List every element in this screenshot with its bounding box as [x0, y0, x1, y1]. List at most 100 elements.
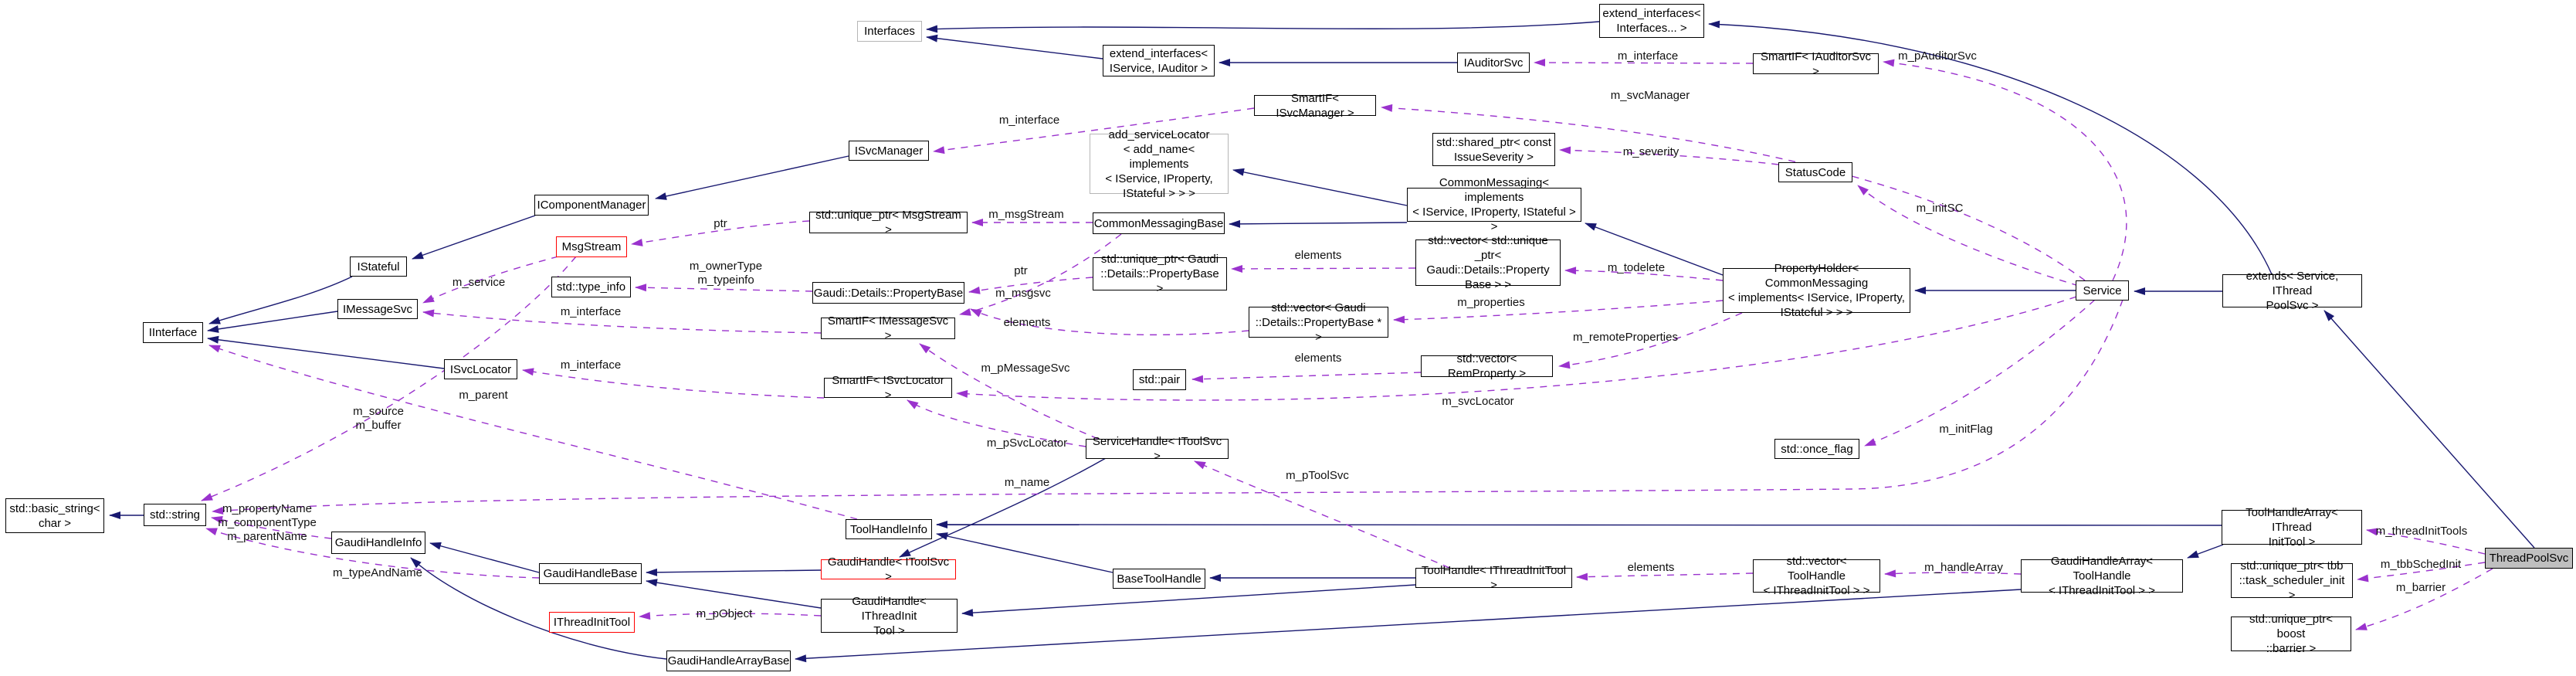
edge-servicehandle-itoolsvc-to-smartif-imessagesvc [919, 343, 1099, 440]
edge-propertyholder-to-vector-unique-ptr-propertybase [1564, 267, 1724, 281]
node-std-basic-string[interactable]: std::basic_string< char > [5, 498, 104, 533]
edge-commonmessaging-to-add-servicelocator [1232, 168, 1408, 206]
edge-istateful-to-iinterface [208, 276, 353, 324]
edge-service-to-smartif-iauditorsvc [1883, 59, 2127, 281]
node-servicehandle-itoolsvc[interactable]: ServiceHandle< IToolSvc > [1086, 435, 1229, 463]
node-smartif-imessagesvc[interactable]: SmartIF< IMessageSvc > [821, 314, 955, 342]
edge-vector-toolhandle-to-toolhandle-ithreadinittool [1576, 572, 1754, 581]
edge-basetoolhandle-to-toolhandleinfo [936, 532, 1113, 573]
edge-extend-interfaces-interfaces-to-interfaces [926, 21, 1600, 33]
edge-isvcmanager-to-icomponentmanager [655, 155, 849, 200]
node-isvclocator[interactable]: ISvcLocator [444, 359, 517, 379]
node-commonmessaging[interactable]: CommonMessaging< implements < IService, … [1407, 176, 1581, 233]
node-basetoolhandle[interactable]: BaseToolHandle [1113, 569, 1205, 589]
node-imessagesvc[interactable]: IMessageSvc [337, 299, 418, 319]
node-unique-ptr-tbb[interactable]: std::unique_ptr< tbb ::task_scheduler_in… [2231, 559, 2353, 602]
node-unique-ptr-propertybase[interactable]: std::unique_ptr< Gaudi ::Details::Proper… [1093, 253, 1227, 295]
edge-service-to-std-once-flag [1864, 299, 2096, 447]
edge-unique-ptr-propertybase-to-gaudi-details-propertybase [968, 277, 1093, 294]
edge-toolhandle-ithreadinittool-to-servicehandle-itoolsvc [1194, 460, 1450, 569]
node-add-servicelocator[interactable]: add_serviceLocator < add_name< implement… [1090, 128, 1229, 200]
node-icomponentmanager[interactable]: IComponentManager [534, 195, 649, 216]
node-statuscode[interactable]: StatusCode [1778, 162, 1852, 182]
node-vector-propertybase-ptr[interactable]: std::vector< Gaudi ::Details::PropertyBa… [1249, 301, 1388, 344]
node-std-once-flag[interactable]: std::once_flag [1774, 439, 1859, 459]
edge-toolhandleinfo-to-iinterface [208, 345, 858, 520]
edge-propertyholder-to-commonmessaging [1585, 223, 1724, 276]
edge-vector-unique-ptr-propertybase-to-unique-ptr-propertybase [1231, 264, 1416, 273]
edge-propertyholder-to-vector-remproperty [1558, 312, 1743, 369]
edge-extend-interfaces-iservice-iauditor-to-interfaces [926, 34, 1103, 59]
edge-gaudihandle-ithreadinittool-to-ithreadinittool [639, 612, 822, 620]
edge-gaudihandlebase-to-gaudihandleinfo [429, 542, 540, 573]
edge-vector-propertybase-ptr-to-gaudi-details-propertybase [970, 308, 1249, 336]
node-std-pair[interactable]: std::pair [1133, 369, 1186, 390]
node-isvcmanager[interactable]: ISvcManager [849, 141, 929, 161]
edge-icomponentmanager-to-istateful [412, 215, 536, 260]
edge-service-to-smartif-isvcmanager [1381, 104, 2086, 281]
node-ithreadinittool[interactable]: IThreadInitTool [549, 612, 635, 633]
node-extend-interfaces-interfaces[interactable]: extend_interfaces< Interfaces... > [1599, 4, 1704, 38]
node-toolhandlearray-ithreadinittool[interactable]: ToolHandleArray< IThread InitTool > [2222, 506, 2362, 549]
node-service[interactable]: Service [2076, 280, 2129, 301]
edge-commonmessaging-to-commonmessagingbase [1229, 219, 1408, 228]
node-extends-service-ithreadpoolsvc[interactable]: extends< Service, IThread PoolSvc > [2222, 270, 2362, 312]
node-gaudihandle-itoolsvc[interactable]: GaudiHandle< IToolSvc > [821, 555, 956, 583]
edge-gaudihandleinfo-to-std-string [211, 516, 332, 539]
node-smartif-iauditorsvc[interactable]: SmartIF< IAuditorSvc > [1753, 50, 1879, 78]
node-smartif-isvcmanager[interactable]: SmartIF< ISvcManager > [1254, 92, 1376, 120]
edge-threadpoolsvc-to-toolhandlearray-ithreadinittool [2366, 528, 2486, 555]
edge-statuscode-to-shared-ptr-issueseverity [1559, 146, 1779, 165]
edge-extends-service-ithreadpoolsvc-to-extend-interfaces-interfaces [1708, 20, 2273, 275]
edge-threadpoolsvc-to-unique-ptr-boost-barrier [2355, 568, 2493, 630]
node-toolhandleinfo[interactable]: ToolHandleInfo [846, 519, 932, 539]
node-unique-ptr-msgstream[interactable]: std::unique_ptr< MsgStream > [809, 209, 968, 236]
node-std-type-info[interactable]: std::type_info [551, 277, 631, 297]
edge-smartif-isvcmanager-to-isvcmanager [933, 107, 1255, 155]
node-unique-ptr-boost-barrier[interactable]: std::unique_ptr< boost ::barrier > [2231, 613, 2351, 655]
edge-threadpoolsvc-to-extends-service-ithreadpoolsvc [2323, 310, 2535, 549]
node-smartif-isvclocator[interactable]: SmartIF< ISvcLocator > [824, 374, 952, 402]
node-vector-toolhandle[interactable]: std::vector< ToolHandle < IThreadInitToo… [1753, 555, 1880, 597]
edge-servicehandle-itoolsvc-to-smartif-isvclocator [907, 399, 1086, 447]
edge-gaudihandle-ithreadinittool-to-gaudihandlebase [646, 579, 822, 609]
node-extend-interfaces-iservice-iauditor[interactable]: extend_interfaces< IService, IAuditor > [1103, 45, 1215, 76]
node-commonmessagingbase[interactable]: CommonMessagingBase [1093, 212, 1225, 234]
edge-smartif-isvclocator-to-isvclocator [522, 368, 825, 399]
node-gaudihandlearraybase[interactable]: GaudiHandleArrayBase [666, 651, 791, 671]
edge-toolhandlearray-ithreadinittool-to-gaudihandlearray-toolhandle [2187, 544, 2224, 559]
edge-service-to-statuscode [1857, 185, 2079, 287]
edge-msgstream-to-imessagesvc [422, 256, 559, 304]
node-msgstream[interactable]: MsgStream [556, 236, 627, 257]
node-toolhandle-ithreadinittool[interactable]: ToolHandle< IThreadInitTool > [1415, 564, 1572, 592]
edge-service-to-std-string [212, 299, 2124, 515]
edge-gaudi-details-propertybase-to-std-type-info [635, 284, 813, 292]
node-gaudihandlearray-toolhandle[interactable]: GaudiHandleArray< ToolHandle < IThreadIn… [2021, 555, 2183, 597]
node-iinterface[interactable]: IInterface [143, 322, 203, 343]
node-interfaces[interactable]: Interfaces [857, 21, 922, 42]
edge-gaudihandlebase-to-std-string [205, 528, 540, 579]
node-gaudihandlebase[interactable]: GaudiHandleBase [539, 563, 642, 584]
node-vector-unique-ptr-propertybase[interactable]: std::vector< std::unique _ptr< Gaudi::De… [1415, 234, 1561, 291]
edge-threadpoolsvc-to-unique-ptr-tbb [2357, 562, 2486, 583]
node-threadpoolsvc[interactable]: ThreadPoolSvc [2485, 548, 2573, 569]
edge-smartif-imessagesvc-to-imessagesvc [422, 309, 822, 334]
node-iauditorsvc[interactable]: IAuditorSvc [1457, 53, 1530, 73]
node-vector-remproperty[interactable]: std::vector< RemProperty > [1421, 352, 1553, 380]
node-gaudihandle-ithreadinittool[interactable]: GaudiHandle< IThreadInit Tool > [821, 595, 958, 637]
edge-msgstream-to-std-string [201, 256, 577, 501]
edge-vector-remproperty-to-std-pair [1191, 372, 1422, 383]
node-gaudihandleinfo[interactable]: GaudiHandleInfo [331, 532, 425, 554]
node-propertyholder[interactable]: PropertyHolder< CommonMessaging < implem… [1723, 262, 1910, 319]
edge-isvclocator-to-iinterface [207, 335, 445, 369]
node-gaudi-details-propertybase[interactable]: Gaudi::Details::PropertyBase [812, 282, 964, 304]
edge-toolhandle-ithreadinittool-to-gaudihandle-ithreadinittool [961, 584, 1416, 617]
edge-gaudihandlearray-toolhandle-to-vector-toolhandle [1884, 569, 2022, 578]
node-shared-ptr-issueseverity[interactable]: std::shared_ptr< const IssueSeverity > [1432, 133, 1555, 166]
edge-gaudihandlearraybase-to-gaudihandleinfo [410, 557, 667, 660]
node-std-string[interactable]: std::string [144, 504, 206, 526]
node-istateful[interactable]: IStateful [350, 256, 407, 277]
edge-gaudihandle-itoolsvc-to-gaudihandlebase [646, 568, 822, 576]
